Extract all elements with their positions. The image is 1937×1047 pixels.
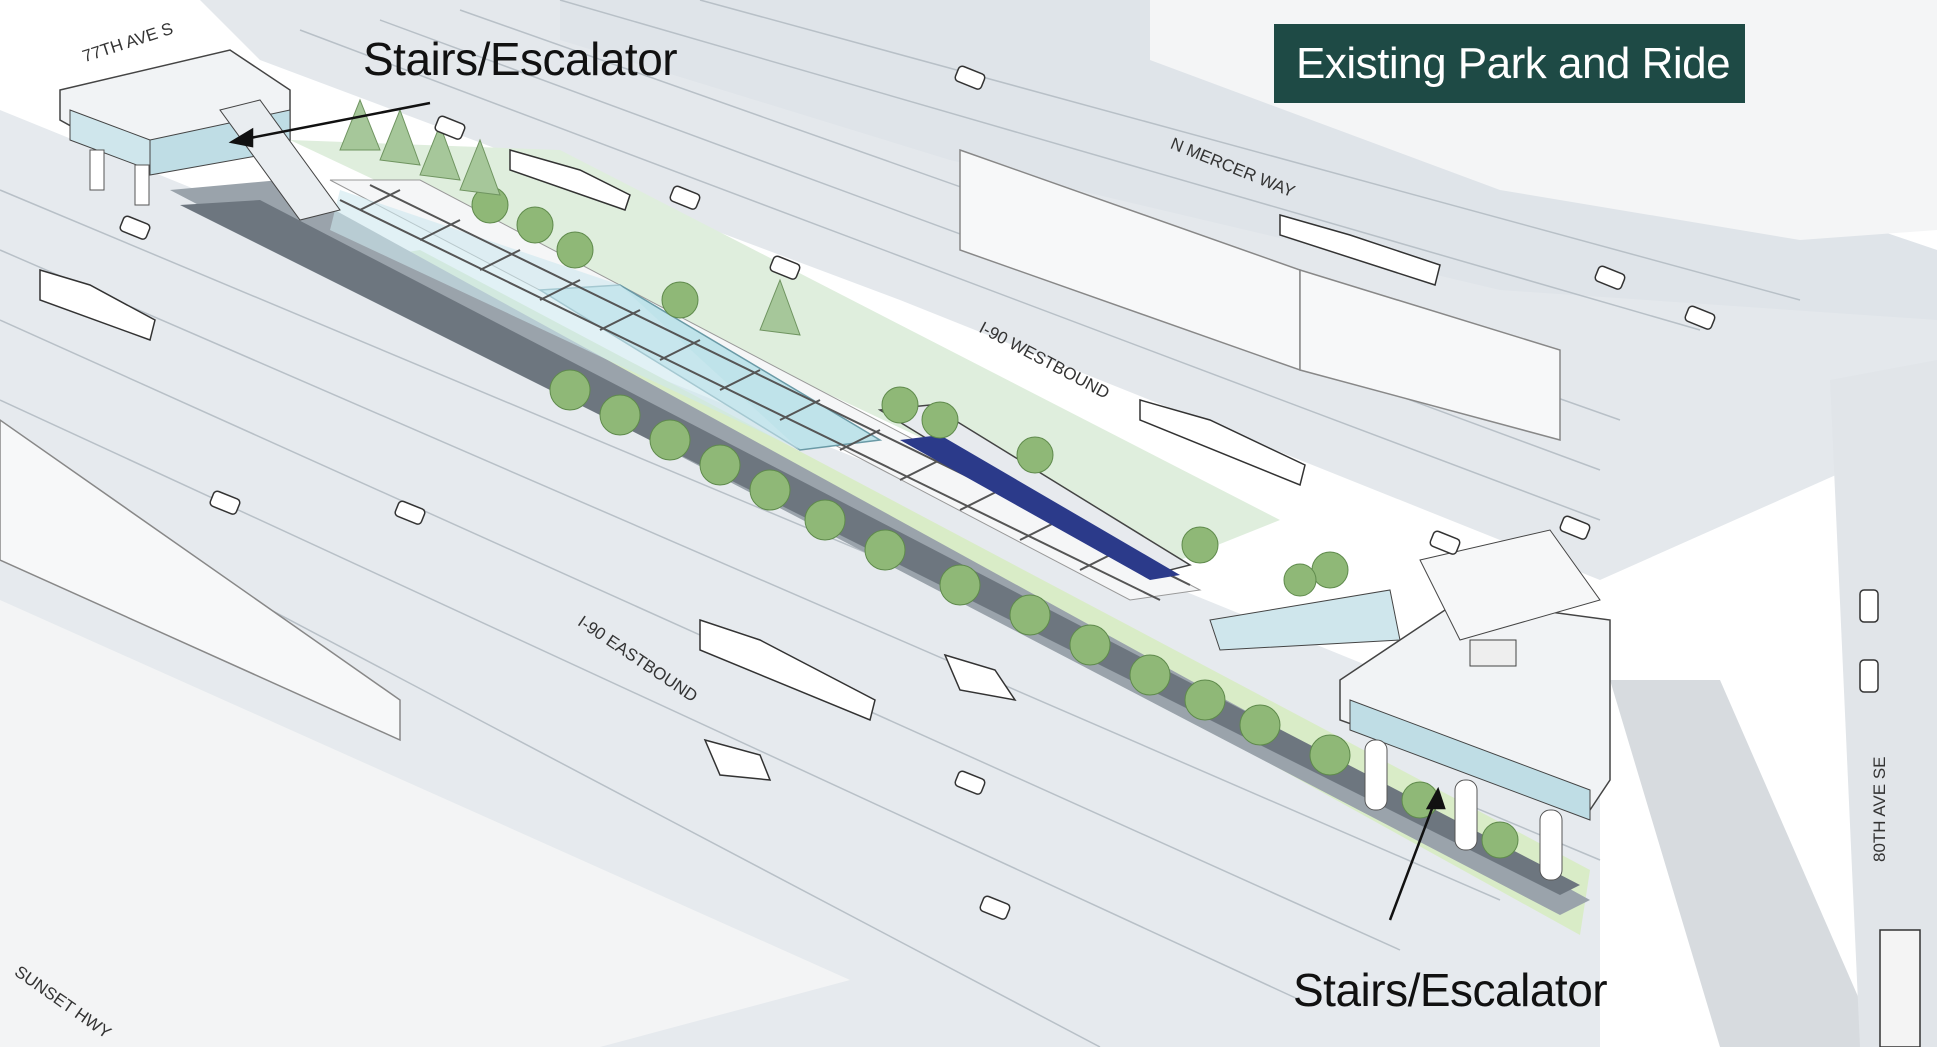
road-label-80th-ave: 80TH AVE SE bbox=[1870, 756, 1889, 862]
vehicles bbox=[39, 65, 1921, 1047]
train-windows bbox=[900, 435, 1180, 580]
avenue-80 bbox=[1830, 360, 1937, 1047]
retaining-walls bbox=[0, 148, 1561, 742]
mercer-way-road bbox=[560, 0, 1937, 320]
stairs-escalator-callout-top: Stairs/Escalator bbox=[363, 33, 678, 85]
glass-canopy-front bbox=[330, 190, 800, 450]
stairs-escalator-callout-bottom: Stairs/Escalator bbox=[1293, 964, 1608, 1016]
callout-arrows bbox=[228, 101, 1446, 921]
west-plaza bbox=[0, 600, 850, 1047]
east-sidewalk bbox=[1610, 680, 1880, 1047]
conifers bbox=[339, 98, 801, 336]
trees bbox=[471, 186, 1519, 859]
east-station-building bbox=[1209, 529, 1611, 881]
existing-park-and-ride-label: Existing Park and Ride bbox=[1274, 24, 1745, 103]
